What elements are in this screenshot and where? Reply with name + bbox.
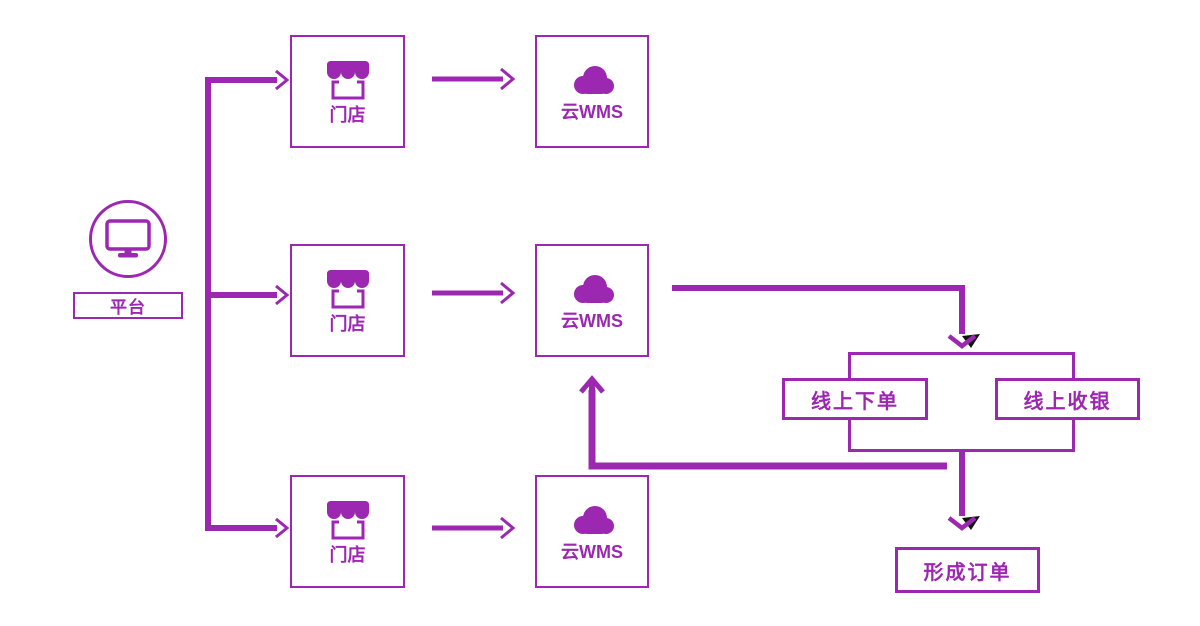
- storefront-icon: [326, 500, 369, 539]
- online-cashier-box: 线上收银: [995, 378, 1140, 420]
- monitor-icon: [105, 219, 151, 258]
- arrowhead-wms3: [500, 516, 516, 540]
- store-label: 门店: [329, 104, 366, 125]
- arrowhead-wms1: [500, 67, 516, 91]
- online-order-label: 线上下单: [811, 390, 899, 413]
- form-order-box: 形成订单: [895, 547, 1040, 593]
- arrowhead-branch-middle: [275, 284, 290, 306]
- cloud-icon: [574, 274, 614, 303]
- platform-label-box: 平台: [73, 292, 183, 319]
- storefront-icon: [326, 269, 369, 308]
- storefront-icon: [326, 60, 369, 99]
- store-node-3: 门店: [290, 475, 405, 588]
- trunk-connector: [205, 77, 277, 531]
- wms-label: 云WMS: [561, 101, 623, 122]
- cloud-icon: [574, 65, 614, 94]
- arrowhead-order: [947, 516, 977, 531]
- wms2-to-group-line: [672, 285, 965, 334]
- platform-node: [89, 200, 167, 278]
- wms-label: 云WMS: [561, 310, 623, 331]
- platform-label: 平台: [110, 298, 146, 317]
- arrowhead-branch-top: [275, 69, 290, 91]
- wms-node-3: 云WMS: [535, 475, 649, 588]
- return-line: [588, 390, 947, 470]
- arrowhead-group: [947, 334, 977, 349]
- online-order-box: 线上下单: [782, 378, 928, 420]
- store-label: 门店: [329, 313, 366, 334]
- store-node-1: 门店: [290, 35, 405, 148]
- store-label: 门店: [329, 544, 366, 565]
- online-cashier-label: 线上收银: [1023, 390, 1112, 413]
- wms-node-1: 云WMS: [535, 35, 649, 148]
- wms-label: 云WMS: [561, 541, 623, 562]
- store-node-2: 门店: [290, 244, 405, 357]
- arrowhead-branch-bottom: [275, 517, 290, 539]
- arrowhead-wms2: [500, 281, 516, 305]
- cloud-icon: [574, 505, 614, 534]
- wms-node-2: 云WMS: [535, 244, 649, 357]
- form-order-label: 形成订单: [923, 561, 1012, 584]
- arrowhead-return-up: [579, 375, 605, 394]
